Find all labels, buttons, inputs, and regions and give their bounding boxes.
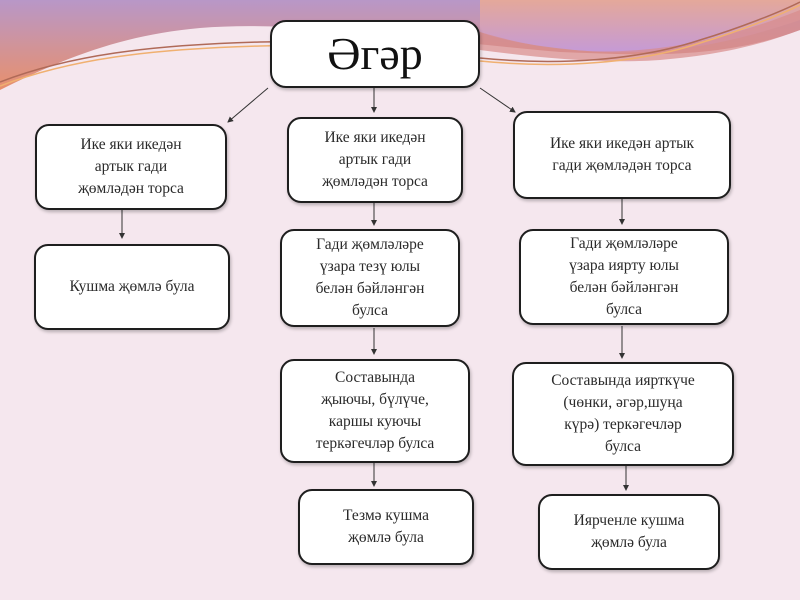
center-link-type-text: Гади җөмләләре үзара тезү юлы белән бәйл… [315, 236, 425, 319]
center-result-box: Тезмә кушма җөмлә була [298, 489, 474, 565]
center-conjunctions-box: Составында җыючы, бүлүче, каршы куючы те… [280, 359, 470, 463]
right-condition-box: Ике яки икедән артык гади җөмләдән торса [513, 111, 731, 199]
left-condition-box: Ике яки икедән артык гади җөмләдән торса [35, 124, 227, 210]
right-conjunctions-box: Составында иярткүче (чөнки, әгәр,шуңа кү… [512, 362, 734, 466]
title-box: Әгәр [270, 20, 480, 88]
center-condition-box: Ике яки икедән артык гади җөмләдән торса [287, 117, 463, 203]
center-link-type-box: Гади җөмләләре үзара тезү юлы белән бәйл… [280, 229, 460, 327]
left-result-text: Кушма җөмлә була [69, 278, 195, 295]
left-result-box: Кушма җөмлә була [34, 244, 230, 330]
title-text: Әгәр [327, 28, 423, 79]
center-result-text: Тезмә кушма җөмлә була [343, 507, 429, 546]
right-link-type-text: Гади җөмләләре үзара иярту юлы белән бәй… [569, 235, 679, 318]
left-condition-text: Ике яки икедән артык гади җөмләдән торса [78, 136, 184, 197]
right-condition-text: Ике яки икедән артык гади җөмләдән торса [549, 135, 695, 174]
center-condition-text: Ике яки икедән артык гади җөмләдән торса [322, 129, 428, 190]
right-result-box: Иярченле кушма җөмлә була [538, 494, 720, 570]
right-link-type-box: Гади җөмләләре үзара иярту юлы белән бәй… [519, 229, 729, 325]
center-conjunctions-text: Составында җыючы, бүлүче, каршы куючы те… [315, 369, 435, 452]
right-conjunctions-text: Составында иярткүче (чөнки, әгәр,шуңа кү… [551, 372, 695, 455]
right-result-text: Иярченле кушма җөмлә була [573, 512, 685, 551]
